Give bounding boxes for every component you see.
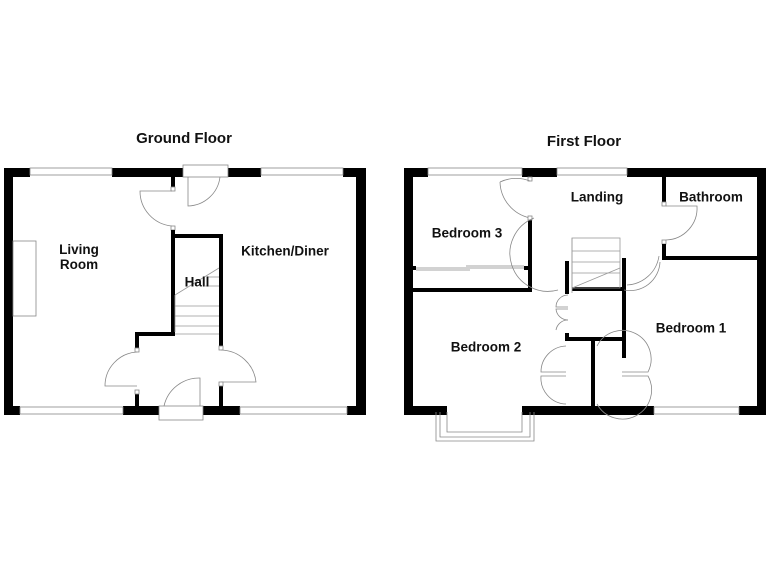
room-label-bedroom-1: Bedroom 1	[655, 320, 727, 336]
room-label-living-room: Living Room	[59, 242, 99, 272]
room-label-hall: Hall	[184, 274, 210, 290]
first-floor-plan	[404, 167, 766, 442]
ground-floor-title: Ground Floor	[136, 130, 232, 147]
ground-floor-plan	[4, 164, 366, 421]
living-room-label-line2: Room	[59, 257, 99, 272]
room-label-bathroom: Bathroom	[679, 189, 743, 205]
room-label-kitchen-diner: Kitchen/Diner	[241, 243, 329, 259]
room-label-landing: Landing	[570, 189, 624, 205]
first-floor-title: First Floor	[546, 133, 622, 150]
room-label-bedroom-2: Bedroom 2	[450, 339, 522, 355]
living-room-label-line1: Living	[59, 242, 99, 257]
room-label-bedroom-3: Bedroom 3	[431, 225, 503, 241]
